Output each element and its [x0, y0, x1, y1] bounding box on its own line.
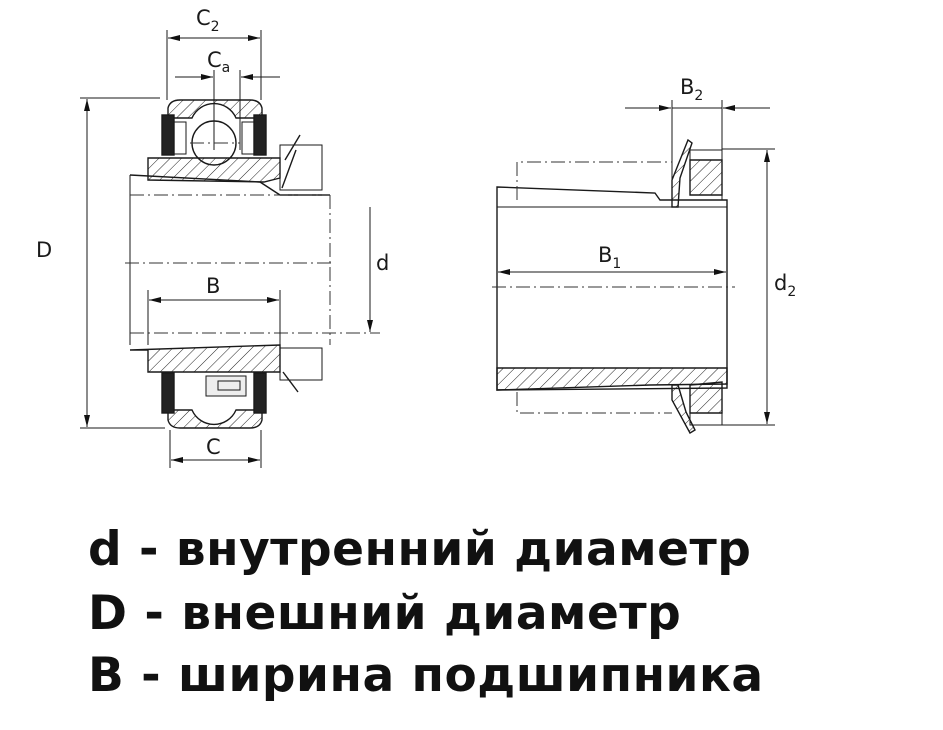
label-d2: d2	[774, 271, 796, 300]
label-ca: Ca	[207, 48, 230, 76]
label-d: d	[376, 251, 389, 275]
legend-bearing-width: B - ширина подшипника	[88, 648, 764, 703]
label-D: D	[36, 238, 52, 262]
label-b1: B1	[598, 243, 621, 272]
adapter-sleeve-drawing: B2 B1 d2	[492, 75, 796, 434]
label-B: B	[206, 274, 220, 298]
legend-inner-diameter: d - внутренний диаметр	[88, 522, 752, 577]
bearing-insert-drawing: C2 Ca D d	[36, 6, 389, 468]
label-C: C	[206, 435, 221, 459]
label-b2: B2	[680, 75, 703, 104]
legend-outer-diameter: D - внешний диаметр	[88, 586, 682, 641]
label-c2: C2	[196, 6, 220, 35]
